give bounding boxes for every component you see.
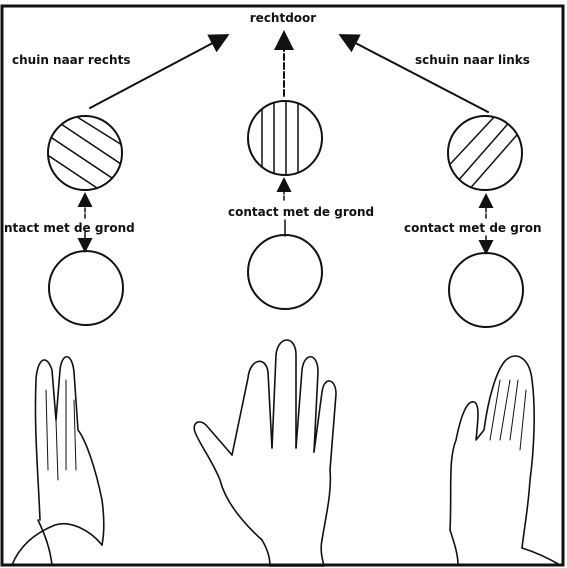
ball-center — [248, 235, 322, 309]
ball-spin-right — [440, 100, 530, 200]
arrow-right-to-top — [342, 36, 488, 112]
arrow-left-to-top — [90, 36, 226, 108]
label-diagonal-right: chuin naar rechts — [12, 53, 130, 67]
label-straight: rechtdoor — [250, 11, 317, 25]
hand-left — [12, 357, 104, 565]
label-contact-left: ntact met de grond — [4, 221, 135, 235]
label-diagonal-left: schuin naar links — [415, 53, 530, 67]
ball-left — [49, 251, 123, 325]
ball-spin-center — [248, 100, 322, 180]
border — [2, 6, 563, 565]
ball-spin-left — [40, 100, 130, 210]
label-contact-right: contact met de gron — [404, 221, 542, 235]
hand-center — [194, 340, 336, 566]
ball-right — [449, 253, 523, 327]
hand-right — [450, 356, 560, 565]
label-contact-center: contact met de grond — [228, 205, 374, 219]
